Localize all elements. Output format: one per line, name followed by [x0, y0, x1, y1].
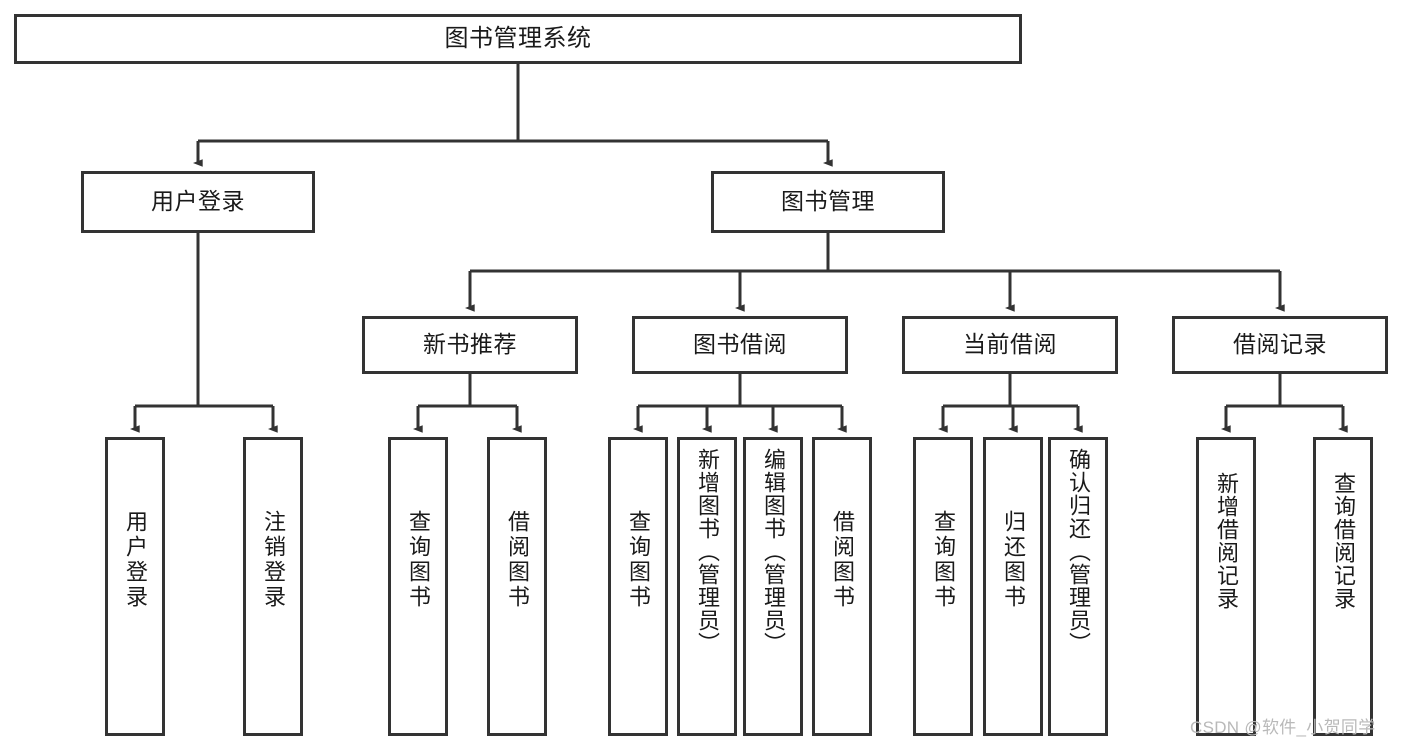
node-user-login-label: 用户登录	[151, 188, 245, 215]
edge-group-borrow-records	[1221, 374, 1348, 433]
edge-group-new-book-recommend	[413, 374, 522, 433]
node-new-book-recommend[interactable]: 新书推荐	[362, 316, 578, 374]
csdn-watermark: CSDN @软件_小贺同学	[1190, 718, 1376, 737]
edge-group-root	[193, 64, 833, 167]
node-leaf-query-books-current-label: 查询图书	[931, 510, 956, 610]
node-leaf-add-borrow-record[interactable]: 新增借阅记录	[1196, 437, 1256, 736]
node-leaf-user-login-label: 用户登录	[123, 510, 148, 610]
node-leaf-return-books[interactable]: 归还图书	[983, 437, 1043, 736]
node-leaf-query-books-current[interactable]: 查询图书	[913, 437, 973, 736]
node-leaf-borrow-books-recommend-label: 借阅图书	[505, 510, 530, 610]
node-leaf-add-book-admin-label: 新增图书（管理员）	[695, 448, 720, 655]
node-book-management[interactable]: 图书管理	[711, 171, 945, 233]
node-book-borrow[interactable]: 图书借阅	[632, 316, 848, 374]
node-leaf-query-borrow-record-label: 查询借阅记录	[1331, 472, 1356, 610]
node-borrow-records-label: 借阅记录	[1233, 331, 1327, 358]
node-new-book-recommend-label: 新书推荐	[423, 331, 517, 358]
node-leaf-query-books-borrow-label: 查询图书	[626, 510, 651, 610]
edge-group-book-borrow	[633, 374, 847, 433]
node-leaf-logout[interactable]: 注销登录	[243, 437, 303, 736]
edge-group-book-management	[465, 233, 1285, 312]
node-book-borrow-label: 图书借阅	[693, 331, 787, 358]
node-leaf-edit-book-admin-label: 编辑图书（管理员）	[761, 448, 786, 655]
node-leaf-borrow-books[interactable]: 借阅图书	[812, 437, 872, 736]
node-leaf-borrow-books-label: 借阅图书	[830, 510, 855, 610]
node-user-login[interactable]: 用户登录	[81, 171, 315, 233]
node-leaf-query-books-borrow[interactable]: 查询图书	[608, 437, 668, 736]
node-leaf-user-login[interactable]: 用户登录	[105, 437, 165, 736]
node-root-label: 图书管理系统	[444, 24, 592, 52]
node-current-borrow-label: 当前借阅	[963, 331, 1057, 358]
node-current-borrow[interactable]: 当前借阅	[902, 316, 1118, 374]
node-leaf-query-borrow-record[interactable]: 查询借阅记录	[1313, 437, 1373, 736]
node-leaf-edit-book-admin[interactable]: 编辑图书（管理员）	[743, 437, 803, 736]
node-leaf-add-book-admin[interactable]: 新增图书（管理员）	[677, 437, 737, 736]
edge-group-user-login	[130, 233, 278, 433]
edge-group-current-borrow	[938, 374, 1083, 433]
node-leaf-confirm-return-admin[interactable]: 确认归还（管理员）	[1048, 437, 1108, 736]
node-leaf-logout-label: 注销登录	[261, 510, 286, 610]
node-book-management-label: 图书管理	[781, 188, 875, 215]
node-leaf-query-books-recommend-label: 查询图书	[406, 510, 431, 610]
node-leaf-return-books-label: 归还图书	[1001, 510, 1026, 610]
node-leaf-query-books-recommend[interactable]: 查询图书	[388, 437, 448, 736]
node-borrow-records[interactable]: 借阅记录	[1172, 316, 1388, 374]
node-leaf-borrow-books-recommend[interactable]: 借阅图书	[487, 437, 547, 736]
node-root[interactable]: 图书管理系统	[14, 14, 1022, 64]
node-leaf-add-borrow-record-label: 新增借阅记录	[1214, 472, 1239, 610]
node-leaf-confirm-return-admin-label: 确认归还（管理员）	[1066, 448, 1091, 655]
